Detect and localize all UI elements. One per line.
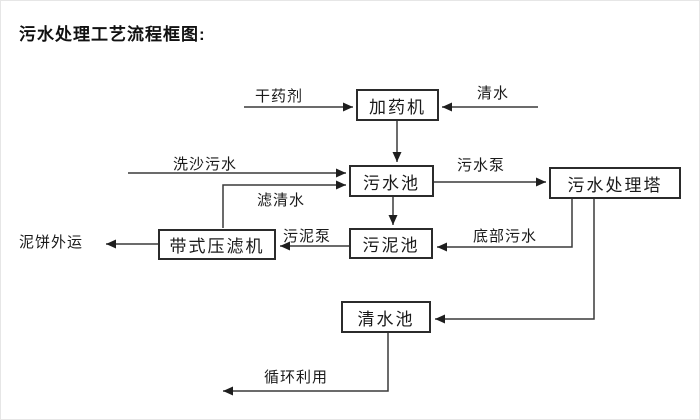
edge-label-sewage-pump: 污水泵	[457, 157, 506, 174]
node-belt-filter-press-label: 带式压滤机	[169, 237, 265, 256]
node-belt-filter-press: 带式压滤机	[158, 229, 276, 260]
node-sludge-pool-label: 污泥池	[362, 236, 420, 255]
page-title: 污水处理工艺流程框图:	[19, 25, 206, 44]
node-sludge-pool: 污泥池	[349, 228, 433, 259]
node-dosing-machine-label: 加药机	[369, 97, 426, 117]
node-sewage-pool-label: 污水池	[363, 173, 420, 193]
node-clear-water-pool-label: 清水池	[357, 309, 415, 329]
edge-label-bottom-sewage: 底部污水	[473, 228, 538, 245]
edge-label-sludge-pump: 污泥泵	[283, 228, 332, 245]
node-dosing-machine: 加药机	[356, 89, 439, 121]
connector-clear-water-pool-to-recycle	[223, 333, 389, 396]
connector-treatment-tower-to-clear-water-pool	[435, 199, 595, 324]
node-sewage-pool: 污水池	[349, 165, 434, 197]
edge-label-sand-washing-sewage: 洗沙污水	[173, 156, 238, 173]
edge-label-clear-water: 清水	[477, 85, 510, 102]
connector-filter-press-to-sewage-pool	[222, 180, 346, 228]
edge-label-filtered-water: 滤清水	[257, 192, 306, 209]
node-treatment-tower: 污水处理塔	[549, 167, 681, 199]
edge-label-recycle: 循环利用	[264, 369, 329, 386]
node-treatment-tower-label: 污水处理塔	[567, 175, 663, 195]
edge-label-dry-agent: 干药剂	[255, 88, 304, 105]
connector-treatment-tower-to-sludge-pool	[437, 199, 573, 252]
node-clear-water-pool: 清水池	[341, 301, 431, 333]
edge-label-mud-cake-out: 泥饼外运	[19, 234, 84, 251]
